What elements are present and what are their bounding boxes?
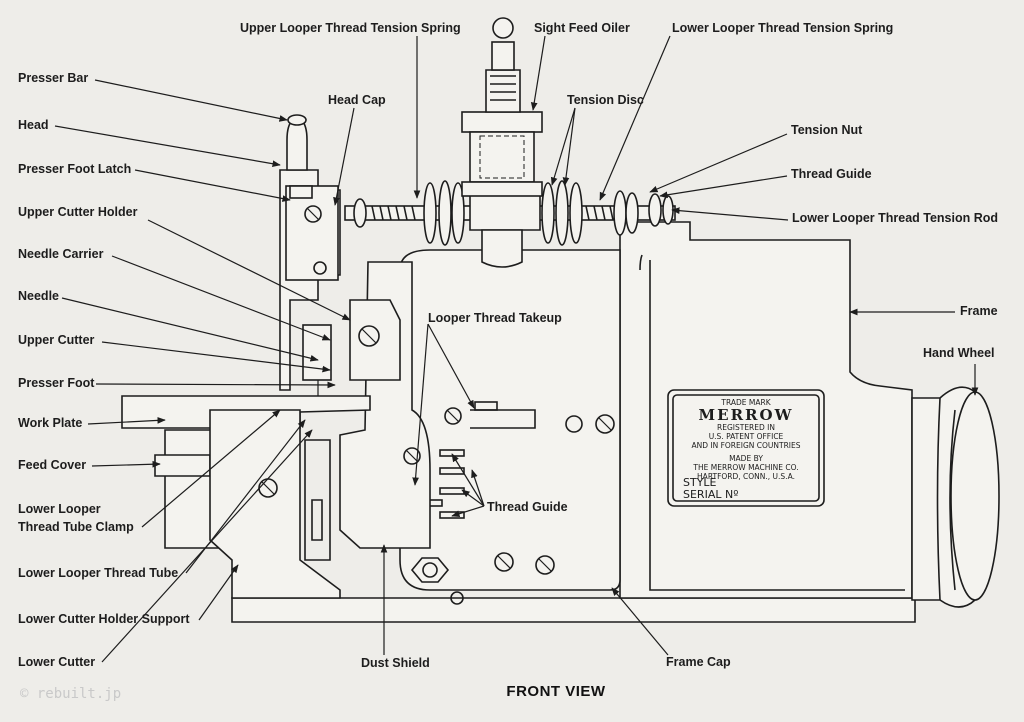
nameplate-line3: AND IN FOREIGN COUNTRIES <box>691 441 800 450</box>
nameplate-maker: THE MERROW MACHINE CO. <box>692 463 798 472</box>
label-work-plate: Work Plate <box>18 416 82 430</box>
label-upper-cutter: Upper Cutter <box>18 333 95 347</box>
hand-wheel-body <box>911 386 1000 608</box>
label-lower-looper-tension-spring: Lower Looper Thread Tension Spring <box>672 21 893 35</box>
nameplate-brand: MERROW <box>699 406 794 424</box>
nameplate-trademark: TRADE MARK <box>720 398 771 407</box>
label-lower-looper-tension-rod: Lower Looper Thread Tension Rod <box>792 211 998 225</box>
label-tension-nut: Tension Nut <box>791 123 863 137</box>
nameplate-line1: REGISTERED IN <box>717 423 775 432</box>
nameplate-serial: SERIAL Nº <box>683 488 738 501</box>
label-thread-guide-top: Thread Guide <box>791 167 872 181</box>
label-dust-shield: Dust Shield <box>361 656 430 670</box>
label-feed-cover: Feed Cover <box>18 458 86 472</box>
label-thread-guide-mid: Thread Guide <box>487 500 568 514</box>
dust-shield-body <box>339 261 431 549</box>
nameplate-style: STYLE <box>683 476 717 489</box>
label-hand-wheel: Hand Wheel <box>923 346 995 360</box>
label-lower-looper-clamp-2: Thread Tube Clamp <box>18 520 134 534</box>
label-lower-looper-clamp-1: Lower Looper <box>18 502 101 516</box>
label-looper-thread-takeup: Looper Thread Takeup <box>428 311 562 325</box>
leader-lines <box>54 35 979 663</box>
nameplate-city: HARTFORD, CONN., U.S.A. <box>697 472 795 481</box>
nameplate: TRADE MARK MERROW REGISTERED IN U.S. PAT… <box>667 389 825 507</box>
sight-feed-oiler-body <box>461 17 543 197</box>
frame-cap-body <box>399 249 621 605</box>
label-head-cap: Head Cap <box>328 93 386 107</box>
watermark: © rebuilt.jp <box>20 686 121 702</box>
label-upper-cutter-holder: Upper Cutter Holder <box>18 205 138 219</box>
nameplate-line2: U.S. PATENT OFFICE <box>709 432 784 441</box>
label-frame-cap: Frame Cap <box>666 655 731 669</box>
nameplate-made-by: MADE BY <box>729 454 763 463</box>
label-lower-cutter: Lower Cutter <box>18 655 95 669</box>
label-lower-cutter-holder-support: Lower Cutter Holder Support <box>18 612 190 626</box>
label-needle: Needle <box>18 289 59 303</box>
label-head: Head <box>18 118 49 132</box>
label-presser-bar: Presser Bar <box>18 71 88 85</box>
label-lower-looper-thread-tube: Lower Looper Thread Tube <box>18 566 178 580</box>
tension-rod-assembly <box>344 180 676 268</box>
label-needle-carrier: Needle Carrier <box>18 247 104 261</box>
label-tension-disc: Tension Disc <box>567 93 644 107</box>
label-presser-foot: Presser Foot <box>18 376 95 390</box>
caption-front-view: FRONT VIEW <box>506 683 606 700</box>
label-frame: Frame <box>960 304 998 318</box>
label-upper-looper-tension-spring: Upper Looper Thread Tension Spring <box>240 21 461 35</box>
label-sight-feed-oiler: Sight Feed Oiler <box>534 21 630 35</box>
labels: Presser Bar Head Presser Foot Latch Uppe… <box>18 21 998 702</box>
label-presser-foot-latch: Presser Foot Latch <box>18 162 131 176</box>
